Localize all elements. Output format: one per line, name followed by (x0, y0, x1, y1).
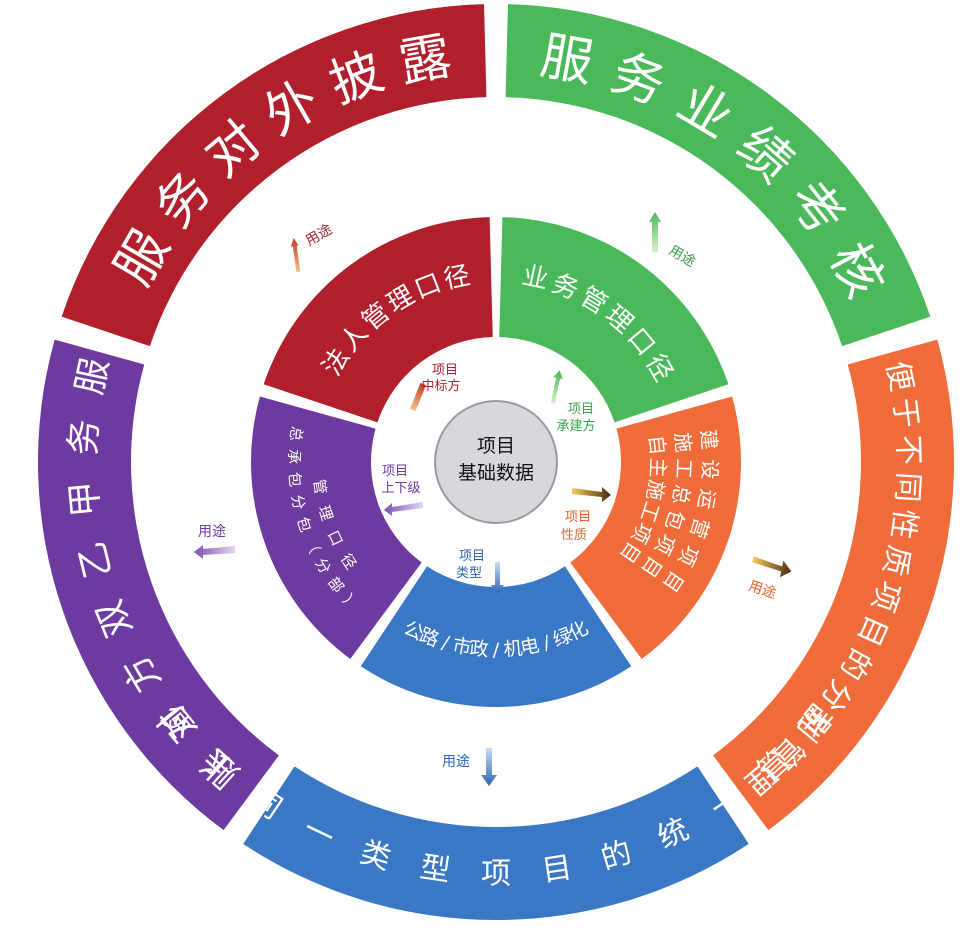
outer-label-type-mgmt-char: 项 (481, 857, 511, 892)
outer-segment-performance (505, 4, 931, 347)
inner-label-nature-char: 运 (693, 487, 720, 511)
up-arrow-icon (409, 382, 427, 412)
outer-label-nature-mgmt-char: 不 (890, 435, 926, 466)
inner-label-legal-char: 径 (441, 261, 473, 296)
up-arrow-icon (649, 212, 661, 252)
link-nature-label-line2: 性质 (561, 528, 587, 543)
inner-segment-type (360, 566, 632, 707)
inner-label-nature-char: 施 (642, 478, 669, 502)
usage-performance: 用途 (649, 212, 699, 270)
outer-label-reconcile-char: 务 (63, 418, 106, 456)
link-builder: 项目 承建方 (550, 370, 596, 434)
inner-segment-legal (263, 217, 493, 423)
outer-label-disclosure-char: 露 (394, 26, 456, 94)
down-arrow-icon (481, 748, 497, 786)
inner-label-type-char: / (493, 639, 500, 661)
right-arrow-icon (572, 487, 611, 502)
outer-label-nature-mgmt-char: 性 (884, 507, 923, 542)
center-circle (434, 400, 558, 524)
outer-segment-type_mgmt (243, 766, 749, 920)
usage-disclosure-label: 用途 (302, 221, 335, 250)
inner-label-hierarchy-char: 管 (310, 478, 330, 495)
inner-label-business-char: 业 (519, 261, 551, 296)
link-builder-label-line2: 承建方 (556, 418, 595, 434)
link-winning-label-line2: 中标方 (421, 378, 460, 394)
inner-label-hierarchy-char: 承 (285, 449, 303, 464)
outer-label-nature-mgmt-char: 同 (889, 471, 926, 503)
usage-nature: 用途 (746, 556, 792, 602)
inner-label-hierarchy-char: 总 (286, 425, 306, 442)
inner-segment-hierarchy (251, 396, 422, 659)
right-arrow-icon (752, 556, 792, 578)
inner-label-nature-char: 建 (696, 428, 722, 450)
outer-label-reconcile-char: 甲 (64, 479, 108, 519)
usage-type-label: 用途 (442, 753, 470, 770)
center-title-line2: 基础数据 (458, 462, 534, 484)
outer-label-nature-mgmt-char: 便 (879, 358, 919, 395)
inner-label-type-char: 电 (519, 634, 542, 659)
inner-label-nature-char: 主 (646, 457, 671, 478)
outer-label-type-mgmt-char: 目 (539, 850, 574, 889)
usage-nature-label: 用途 (746, 577, 778, 602)
link-nature: 项目 性质 (561, 487, 611, 543)
link-level-label-line2: 上下级 (381, 481, 420, 496)
inner-label-hierarchy-char: 口 (324, 528, 347, 549)
outer-segment-nature_mgmt (713, 339, 954, 831)
inner-label-hierarchy-char: 理 (315, 503, 337, 523)
link-level: 项目 上下级 (381, 464, 423, 516)
outer-segment-disclosure (61, 4, 487, 347)
usage-type: 用途 (442, 748, 497, 786)
inner-label-nature-char: 工 (672, 458, 697, 479)
link-type-label-line2: 类型 (456, 566, 482, 581)
inner-label-type-char: 市 (451, 634, 474, 659)
link-winning-label-line1: 项目 (432, 363, 458, 378)
inner-label-hierarchy-char: 包 (293, 514, 315, 534)
inner-label-hierarchy-char: （ (301, 535, 324, 556)
link-type-label-line1: 项目 (459, 549, 485, 564)
outer-segment-reconcile (37, 339, 279, 831)
link-nature-label-line1: 项目 (565, 510, 591, 525)
inner-label-nature-char: 总 (668, 483, 695, 507)
left-arrow-icon (194, 545, 235, 559)
up-arrow-icon (290, 238, 301, 273)
inner-label-type-char: 政 (468, 637, 489, 661)
outer-ring: 服务对外披露服务对外披露服务业绩考核服务业绩考核便于不同性质项目的分别管理便于不… (37, 4, 954, 920)
left-arrow-icon (384, 502, 423, 516)
link-winning-bidder: 项目 中标方 (409, 363, 461, 412)
link-type: 项目 类型 (456, 549, 504, 594)
inner-label-nature-char: 设 (698, 459, 723, 480)
usage-reconcile-label: 用途 (198, 523, 226, 540)
up-arrow-icon (550, 370, 563, 405)
usage-performance-label: 用途 (666, 242, 699, 271)
inner-segment-business (499, 217, 729, 423)
inner-label-nature-char: 自 (644, 434, 670, 456)
center-node: 项目 基础数据 (434, 400, 558, 524)
link-builder-label-line1: 项目 (568, 402, 594, 417)
inner-ring: 法人管理口径法人管理口径业务管理口径业务管理口径公路/市政/机电/绿化公路/市政… (251, 217, 741, 707)
link-level-label-line1: 项目 (382, 464, 408, 479)
inner-label-hierarchy-char: 分 (288, 493, 309, 511)
center-title-line1: 项目 (477, 435, 515, 457)
outer-label-type-mgmt-char: 型 (418, 850, 453, 889)
inner-segment-nature (570, 396, 741, 659)
outer-label-nature-mgmt-char: 于 (886, 396, 924, 430)
outer-label-reconcile-char: 服 (69, 354, 117, 398)
usage-reconcile: 用途 (194, 523, 235, 559)
inner-label-type-char: 机 (503, 637, 524, 661)
usage-disclosure: 用途 (290, 221, 335, 273)
outer-label-performance-char: 服 (536, 26, 598, 94)
inner-label-nature-char: 施 (670, 431, 696, 453)
inner-label-hierarchy-char: 包 (285, 471, 304, 488)
down-arrow-icon (491, 562, 504, 594)
